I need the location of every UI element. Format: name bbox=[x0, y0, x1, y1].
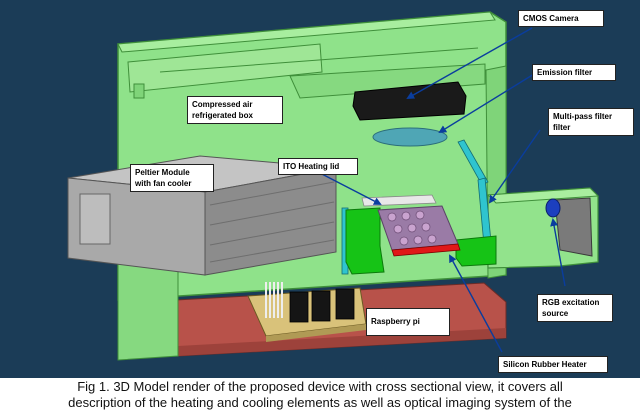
label-raspberry-pi: Raspberry pi bbox=[366, 308, 450, 336]
label-emission-filter: Emission filter bbox=[532, 64, 616, 81]
label-text: ITO Heating lid bbox=[283, 162, 340, 171]
peltier-fin bbox=[209, 201, 335, 226]
lower-front-panel bbox=[117, 257, 179, 361]
label-text: filter bbox=[553, 123, 571, 132]
well bbox=[399, 236, 409, 246]
box-top-rim bbox=[127, 43, 323, 93]
emission-filter bbox=[372, 127, 448, 147]
well bbox=[427, 234, 437, 244]
rgb-led bbox=[545, 198, 561, 218]
peltier-fin bbox=[209, 181, 335, 206]
label-text: RGB excitation bbox=[542, 298, 600, 307]
label-text: refrigerated box bbox=[192, 111, 253, 120]
well bbox=[415, 210, 425, 220]
box-edge-line bbox=[159, 47, 479, 73]
peltier-side bbox=[204, 167, 337, 276]
well bbox=[401, 211, 411, 221]
label-peltier-module: Peltier Module with fan cooler bbox=[130, 164, 214, 192]
chip bbox=[311, 290, 331, 322]
label-text: Raspberry pi bbox=[371, 317, 420, 326]
cmos-camera bbox=[352, 81, 467, 121]
arrow-cmos-camera bbox=[406, 27, 533, 99]
arrow-silicon-heater bbox=[449, 254, 503, 353]
silicon-heater bbox=[391, 243, 461, 257]
caption-line: Fig 1. 3D Model render of the proposed d… bbox=[77, 379, 563, 394]
green-holder-left bbox=[345, 207, 385, 275]
label-text: Emission filter bbox=[537, 68, 593, 77]
well bbox=[421, 222, 431, 232]
well bbox=[393, 224, 403, 234]
device-render bbox=[0, 0, 640, 378]
arrow-multipass-filter bbox=[488, 129, 541, 204]
peltier-fin bbox=[209, 221, 335, 246]
peltier-fan-recess bbox=[79, 193, 111, 245]
label-silicon-heater: Silicon Rubber Heater bbox=[498, 356, 608, 373]
well bbox=[387, 212, 397, 222]
label-text: CMOS Camera bbox=[523, 14, 579, 23]
arrow-ito-heating-lid bbox=[317, 171, 382, 205]
label-text: Silicon Rubber Heater bbox=[503, 360, 587, 369]
arrow-emission-filter bbox=[438, 73, 535, 134]
label-compressed-air: Compressed air refrigerated box bbox=[187, 96, 283, 124]
label-text: source bbox=[542, 309, 569, 318]
raspberry-pi-edge bbox=[266, 324, 366, 342]
box-top-face bbox=[117, 11, 496, 53]
label-ito-heating-lid: ITO Heating lid bbox=[278, 158, 358, 175]
peltier-fin bbox=[209, 239, 335, 263]
label-cmos-camera: CMOS Camera bbox=[518, 10, 604, 27]
arrow-rgb-source bbox=[550, 218, 566, 287]
chip bbox=[289, 291, 309, 323]
label-text: Compressed air bbox=[192, 100, 253, 109]
caption-line: description of the heating and cooling e… bbox=[68, 395, 572, 410]
vent-square bbox=[133, 83, 145, 99]
well bbox=[407, 223, 417, 233]
rgb-holder bbox=[554, 197, 593, 257]
camera-shelf bbox=[289, 63, 486, 99]
label-rgb-excitation: RGB excitation source bbox=[537, 294, 613, 322]
label-text: Peltier Module bbox=[135, 168, 190, 177]
green-holder-right bbox=[455, 235, 497, 267]
figure-caption: Fig 1. 3D Model render of the proposed d… bbox=[0, 379, 640, 411]
well bbox=[413, 235, 423, 245]
label-multipass-filter: Multi-pass filter filter bbox=[548, 108, 634, 136]
label-text: Multi-pass filter bbox=[553, 112, 613, 121]
label-text: with fan cooler bbox=[135, 179, 192, 188]
chip bbox=[335, 288, 355, 320]
multipass-filter bbox=[457, 139, 489, 186]
